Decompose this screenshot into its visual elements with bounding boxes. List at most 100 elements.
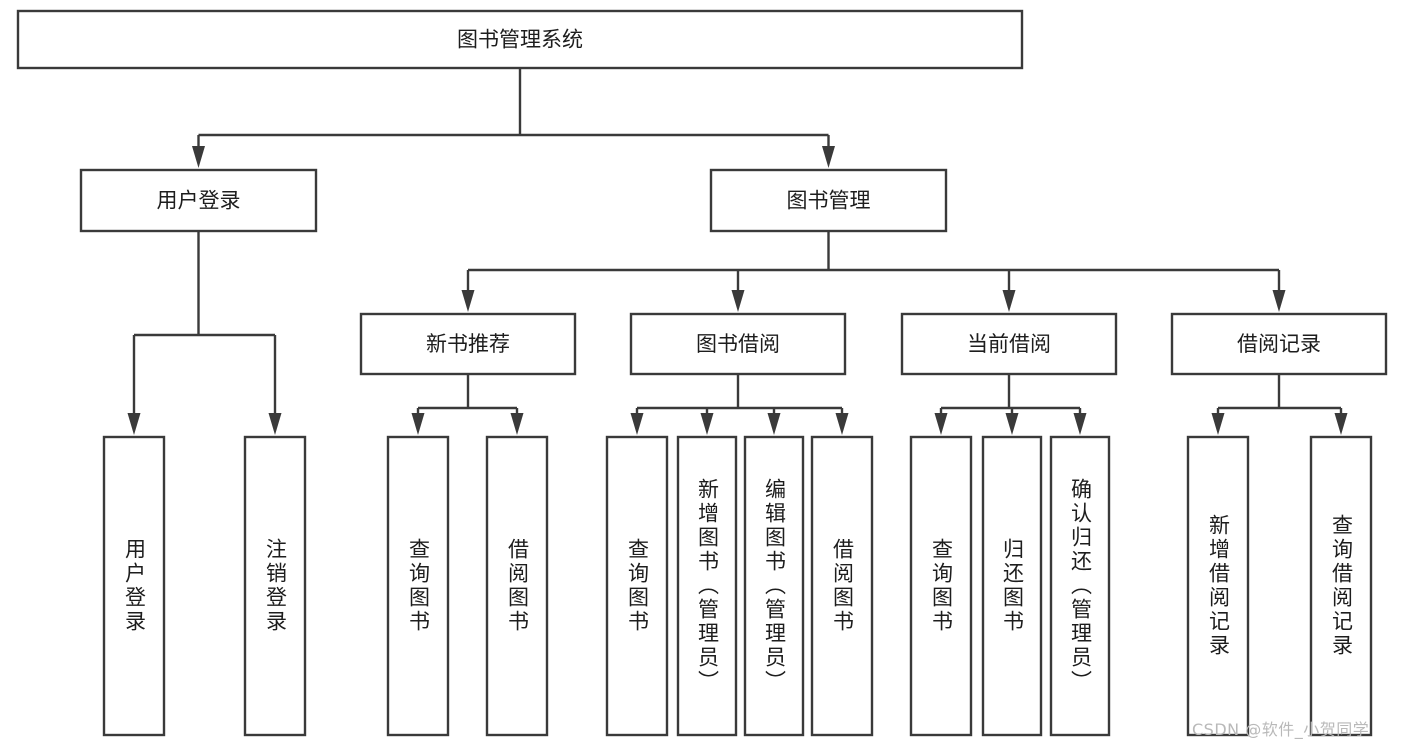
node-box[interactable] [102, 435, 166, 737]
node-box[interactable] [386, 435, 450, 737]
edge-group-l2_0 [411, 374, 524, 435]
node-leaf_3[interactable]: 借阅图书 [485, 435, 549, 737]
node-label-wrapper: 查询借阅记录 [1329, 514, 1354, 658]
node-l2_3[interactable]: 借阅记录 [1170, 312, 1388, 376]
node-leaf_12[interactable]: 查询借阅记录 [1309, 435, 1373, 737]
node-label-wrapper: 借阅图书 [830, 538, 855, 634]
node-box[interactable] [1170, 312, 1388, 376]
node-leaf_11[interactable]: 新增借阅记录 [1186, 435, 1250, 737]
node-box[interactable] [79, 168, 318, 233]
node-label: 确认归还（管理员） [1068, 478, 1093, 694]
arrow-head-icon [1334, 413, 1348, 435]
node-label-wrapper: 用户登录 [122, 538, 147, 634]
edge-group-l2_3 [1211, 374, 1348, 435]
node-label-wrapper: 借阅图书 [505, 538, 530, 634]
node-label: 查询图书 [929, 538, 954, 634]
node-label-wrapper: 确认归还（管理员） [1068, 478, 1093, 694]
node-label-wrapper: 归还图书 [1001, 538, 1025, 634]
node-label: 用户登录 [122, 538, 147, 634]
node-box[interactable] [743, 435, 805, 737]
node-box[interactable] [359, 312, 577, 376]
node-label: 新增借阅记录 [1206, 514, 1231, 658]
edge-group-l2_2 [934, 374, 1087, 435]
edge-group-l1_0 [127, 231, 282, 435]
edge-layer [127, 68, 1348, 435]
node-label: 图书管理系统 [457, 28, 583, 52]
node-box[interactable] [1186, 435, 1250, 737]
node-box[interactable] [16, 9, 1024, 70]
node-label: 编辑图书（管理员） [762, 478, 787, 694]
node-leaf_7[interactable]: 借阅图书 [810, 435, 874, 737]
node-l2_1[interactable]: 图书借阅 [629, 312, 847, 376]
node-box[interactable] [485, 435, 549, 737]
node-box[interactable] [629, 312, 847, 376]
node-leaf_8[interactable]: 查询图书 [909, 435, 973, 737]
node-l2_2[interactable]: 当前借阅 [900, 312, 1118, 376]
arrow-head-icon [835, 413, 849, 435]
node-leaf_9[interactable]: 归还图书 [981, 435, 1043, 737]
node-leaf_1[interactable]: 注销登录 [243, 435, 307, 737]
node-leaf_2[interactable]: 查询图书 [386, 435, 450, 737]
arrow-head-icon [192, 146, 205, 168]
node-label-wrapper: 注销登录 [263, 538, 288, 634]
node-label-wrapper: 编辑图书（管理员） [762, 478, 787, 694]
node-l2_0[interactable]: 新书推荐 [359, 312, 577, 376]
node-label: 注销登录 [263, 538, 288, 634]
node-label: 新书推荐 [426, 332, 510, 356]
arrow-head-icon [268, 413, 282, 435]
node-label: 当前借阅 [967, 332, 1051, 356]
arrow-head-icon [630, 413, 644, 435]
arrow-head-icon [1005, 413, 1019, 435]
node-box[interactable] [1309, 435, 1373, 737]
node-box[interactable] [981, 435, 1043, 737]
node-box[interactable] [810, 435, 874, 737]
node-label: 借阅记录 [1237, 332, 1321, 356]
arrow-head-icon [461, 290, 475, 312]
arrow-head-icon [127, 413, 141, 435]
node-label: 查询图书 [625, 538, 650, 634]
edge-group-l1_1 [461, 231, 1286, 312]
node-label-wrapper: 新增图书（管理员） [695, 478, 720, 694]
arrow-head-icon [510, 413, 524, 435]
node-label-wrapper: 查询图书 [406, 538, 431, 634]
node-leaf_4[interactable]: 查询图书 [605, 435, 669, 737]
node-box[interactable] [900, 312, 1118, 376]
node-label: 新增图书（管理员） [695, 478, 720, 694]
arrow-head-icon [411, 413, 425, 435]
arrow-head-icon [700, 413, 714, 435]
node-label: 查询借阅记录 [1329, 514, 1354, 658]
node-leaf_6[interactable]: 编辑图书（管理员） [743, 435, 805, 737]
arrow-head-icon [822, 146, 835, 168]
node-label-wrapper: 新增借阅记录 [1206, 514, 1231, 658]
node-l1_0[interactable]: 用户登录 [79, 168, 318, 233]
node-leaf_0[interactable]: 用户登录 [102, 435, 166, 737]
node-label: 借阅图书 [830, 538, 855, 634]
node-leaf_5[interactable]: 新增图书（管理员） [676, 435, 738, 737]
node-label-wrapper: 查询图书 [625, 538, 650, 634]
arrow-head-icon [1272, 290, 1286, 312]
node-layer: 图书管理系统用户登录图书管理新书推荐图书借阅当前借阅借阅记录用户登录注销登录查询… [16, 9, 1388, 737]
node-label: 图书管理 [787, 189, 871, 213]
arrow-head-icon [731, 290, 745, 312]
arrow-head-icon [1002, 290, 1016, 312]
arrow-head-icon [934, 413, 948, 435]
node-l1_1[interactable]: 图书管理 [709, 168, 948, 233]
arrow-head-icon [1211, 413, 1225, 435]
node-box[interactable] [909, 435, 973, 737]
node-box[interactable] [1049, 435, 1111, 737]
node-box[interactable] [605, 435, 669, 737]
node-label-wrapper: 查询图书 [929, 538, 954, 634]
node-leaf_10[interactable]: 确认归还（管理员） [1049, 435, 1111, 737]
node-root[interactable]: 图书管理系统 [16, 9, 1024, 70]
edge-group-l2_1 [630, 374, 849, 435]
node-box[interactable] [709, 168, 948, 233]
node-box[interactable] [676, 435, 738, 737]
node-label: 借阅图书 [505, 538, 530, 634]
node-label: 用户登录 [157, 189, 241, 213]
node-label: 查询图书 [406, 538, 431, 634]
watermark-label: CSDN @软件_小贺同学 [1192, 720, 1370, 739]
node-box[interactable] [243, 435, 307, 737]
arrow-head-icon [767, 413, 781, 435]
